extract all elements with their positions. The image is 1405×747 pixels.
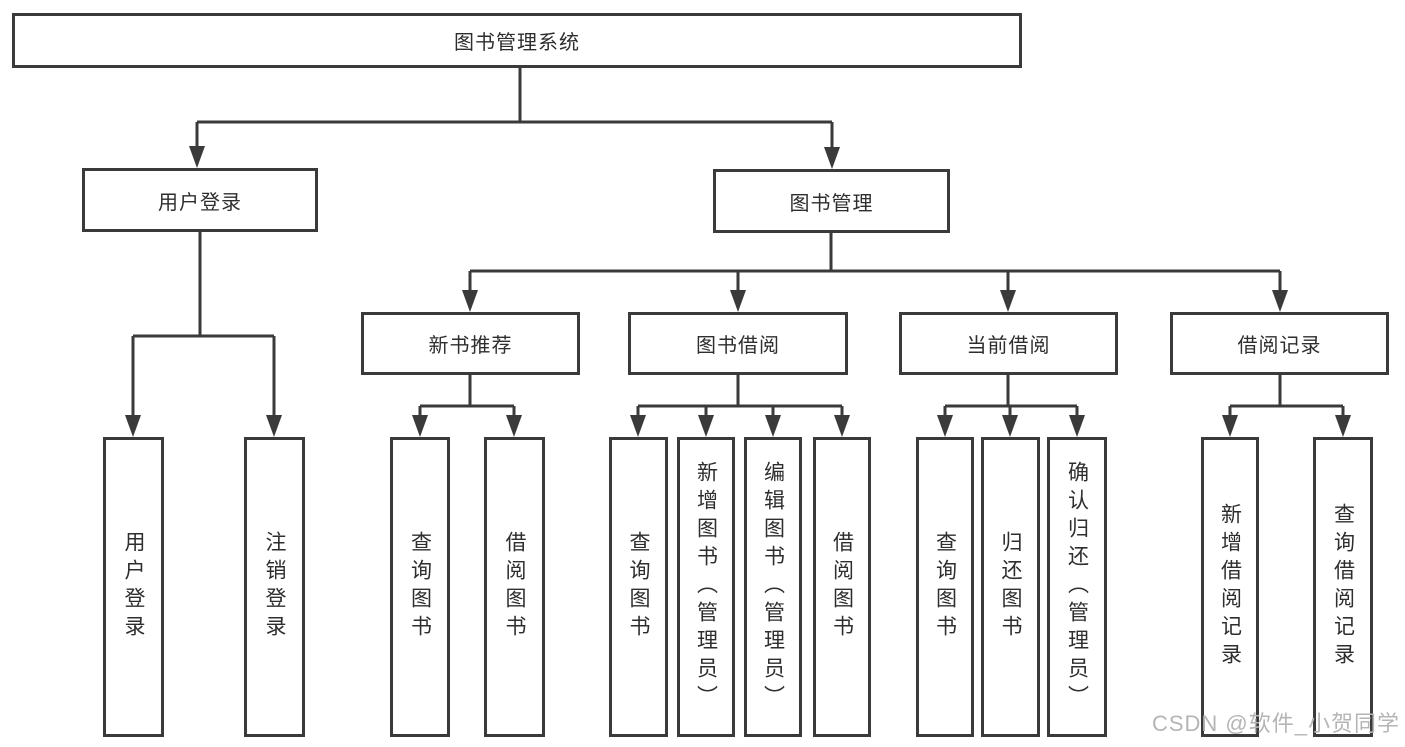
connector-new-book-children: [412, 375, 522, 437]
node-book-borrow: 图书借阅: [628, 312, 848, 375]
node-current-borrow: 当前借阅: [899, 312, 1118, 375]
leaf-edit-book-admin: 编辑图书（管理员）: [744, 437, 802, 737]
connector-current-borrow-children: [937, 375, 1085, 437]
watermark: CSDN @软件_小贺同学: [1151, 711, 1400, 736]
leaf-add-book-admin: 新增图书（管理员）: [677, 437, 735, 737]
leaf-borrow-books-recommend: 借阅图书: [484, 437, 545, 737]
node-root: 图书管理系统: [12, 13, 1022, 68]
connector-root-to-level1: [189, 68, 840, 169]
leaf-borrow-books: 借阅图书: [813, 437, 871, 737]
node-borrow-records: 借阅记录: [1170, 312, 1389, 375]
leaf-query-borrow-record: 查询借阅记录: [1313, 437, 1373, 737]
leaf-user-login: 用户登录: [103, 437, 164, 737]
connector-user-login-children: [125, 232, 282, 437]
leaf-add-borrow-record: 新增借阅记录: [1201, 437, 1259, 737]
leaf-return-book: 归还图书: [981, 437, 1040, 737]
leaf-confirm-return-admin: 确认归还（管理员）: [1047, 437, 1107, 737]
connector-book-borrow-children: [630, 375, 850, 437]
connector-book-management-children: [462, 233, 1288, 312]
node-book-management: 图书管理: [713, 169, 950, 233]
node-user-login: 用户登录: [82, 168, 318, 232]
connector-borrow-records-children: [1222, 375, 1351, 437]
leaf-query-books-current: 查询图书: [916, 437, 974, 737]
leaf-query-books-borrow: 查询图书: [609, 437, 668, 737]
leaf-query-books-recommend: 查询图书: [390, 437, 450, 737]
leaf-logout: 注销登录: [244, 437, 305, 737]
node-new-book-recommend: 新书推荐: [361, 312, 580, 375]
